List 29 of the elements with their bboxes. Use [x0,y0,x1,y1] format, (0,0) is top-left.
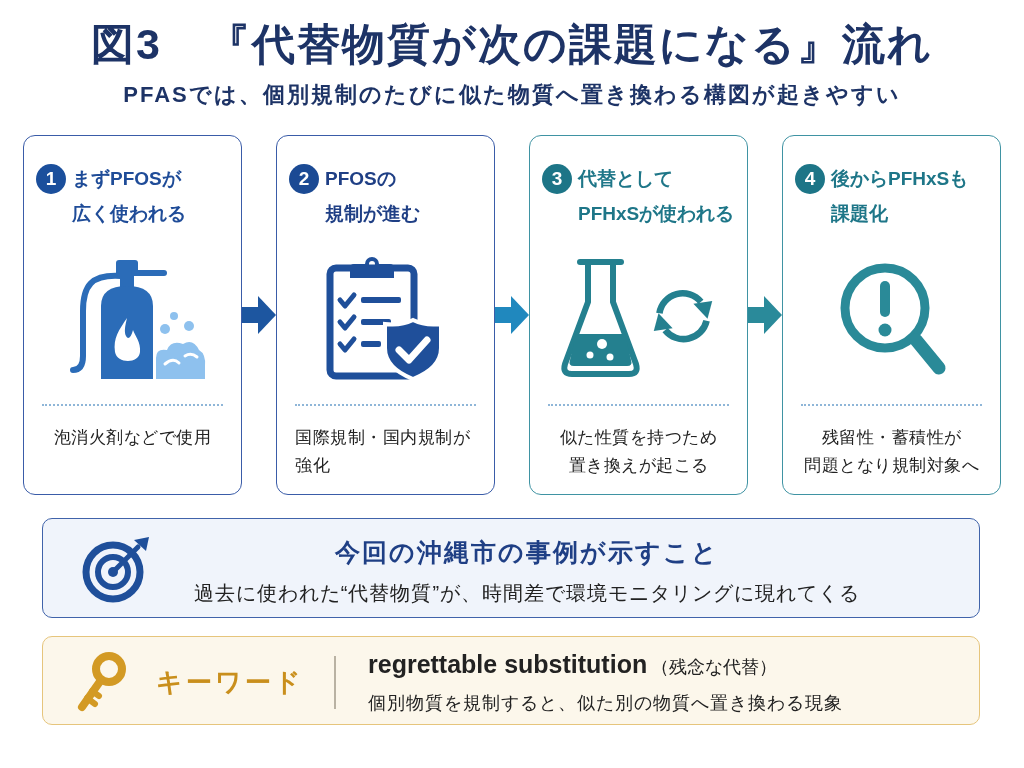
keyword-term: regrettable substitution [368,649,648,680]
term-translation: （残念な代替） [651,656,778,679]
step-heading: まずPFOSが広く使われる [72,167,186,226]
number-badge: 3 [542,164,572,194]
number-badge: 4 [795,164,825,194]
arrow [242,296,276,334]
title: 図3 『代替物質が次の課題になる』流れ [91,19,933,70]
panel-heading: 今回の沖縄市の事例が示すこと [335,537,719,568]
arrow [748,296,782,334]
subtitle: PFASでは、個別規制のたびに似た物質へ置き換わる構図が起きやすい [123,81,901,109]
keyword-panel [42,636,980,725]
step-description: 似た性質を持つため置き換えが起こる [559,427,718,477]
step-description: 泡消火剤などで使用 [53,427,212,449]
step-card [276,135,495,495]
step-card [782,135,1001,495]
step-card [23,135,242,495]
step-card [529,135,748,495]
arrow [495,296,529,334]
number-badge: 2 [289,164,319,194]
panel-text: 過去に使われた“代替物質”が、時間差で環境モニタリングに現れてくる [193,581,861,606]
step-heading: 後からPFHxSも課題化 [831,167,969,226]
summary-panel [42,518,980,618]
step-description: 国際規制・国内規制が強化 [295,427,470,477]
step-heading: PFOSの規制が進む [325,167,420,226]
step-description: 残留性・蓄積性が問題となり規制対象へ [804,427,979,477]
number-badge: 1 [36,164,66,194]
keyword-definition: 個別物質を規制すると、似た別の物質へ置き換わる現象 [368,692,843,715]
step-heading: 代替としてPFHxSが使われる [578,167,735,226]
keyword-label: キーワード [156,666,304,699]
